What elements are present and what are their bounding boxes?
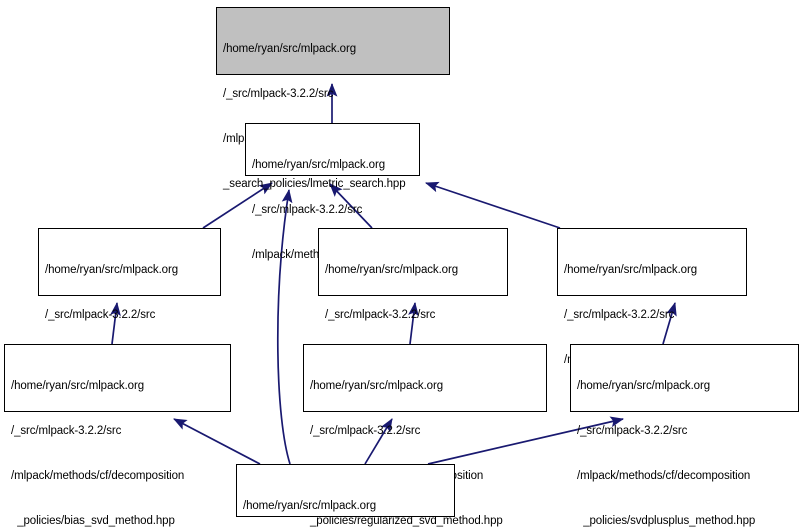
node-line: /_src/mlpack-3.2.2/src xyxy=(577,425,688,437)
node-regularized-svd[interactable]: /home/ryan/src/mlpack.org /_src/mlpack-3… xyxy=(318,228,508,411)
node-line: /home/ryan/src/mlpack.org xyxy=(223,43,356,55)
node-line: /home/ryan/src/mlpack.org xyxy=(564,264,697,276)
node-line: /mlpack/methods/cf/decomposition xyxy=(577,470,751,482)
node-line: /home/ryan/src/mlpack.org xyxy=(11,380,144,392)
node-line: /home/ryan/src/mlpack.org xyxy=(243,500,376,512)
node-line: /_src/mlpack-3.2.2/src xyxy=(45,309,156,321)
node-regularized-svd-method[interactable]: /home/ryan/src/mlpack.org /_src/mlpack-3… xyxy=(303,344,547,527)
node-line: /_src/mlpack-3.2.2/src xyxy=(325,309,436,321)
node-cf[interactable]: /home/ryan/src/mlpack.org /_src/mlpack-3… xyxy=(245,123,420,261)
node-lmetric-search[interactable]: /home/ryan/src/mlpack.org /_src/mlpack-3… xyxy=(216,7,450,190)
node-svdplusplus[interactable]: /home/ryan/src/mlpack.org /_src/mlpack-3… xyxy=(557,228,747,411)
node-line: _search_policies/lmetric_search.hpp xyxy=(223,178,406,190)
node-line: /mlpack/methods/cf/decomposition xyxy=(11,470,185,482)
node-bias-svd[interactable]: /home/ryan/src/mlpack.org /_src/mlpack-3… xyxy=(38,228,221,411)
node-line: _policies/svdplusplus_method.hpp xyxy=(577,515,756,527)
node-line: /_src/mlpack-3.2.2/src xyxy=(11,425,122,437)
node-line: _policies/bias_svd_method.hpp xyxy=(11,515,175,527)
node-bias-svd-method[interactable]: /home/ryan/src/mlpack.org /_src/mlpack-3… xyxy=(4,344,231,527)
node-line: /_src/mlpack-3.2.2/src xyxy=(252,204,363,216)
node-line: /_src/mlpack-3.2.2/src xyxy=(310,425,421,437)
node-line: /home/ryan/src/mlpack.org xyxy=(577,380,710,392)
node-line: /home/ryan/src/mlpack.org xyxy=(45,264,178,276)
node-cf-model[interactable]: /home/ryan/src/mlpack.org /_src/mlpack-3… xyxy=(236,464,455,517)
node-line: /home/ryan/src/mlpack.org xyxy=(310,380,443,392)
node-line: /_src/mlpack-3.2.2/src xyxy=(223,88,334,100)
node-line: /home/ryan/src/mlpack.org xyxy=(252,159,385,171)
edge-svdplusplus-to-cf xyxy=(425,181,561,229)
node-line: /_src/mlpack-3.2.2/src xyxy=(564,309,675,321)
node-line: /home/ryan/src/mlpack.org xyxy=(325,264,458,276)
node-svdplusplus-method[interactable]: /home/ryan/src/mlpack.org /_src/mlpack-3… xyxy=(570,344,799,527)
node-line: _policies/regularized_svd_method.hpp xyxy=(310,515,503,527)
